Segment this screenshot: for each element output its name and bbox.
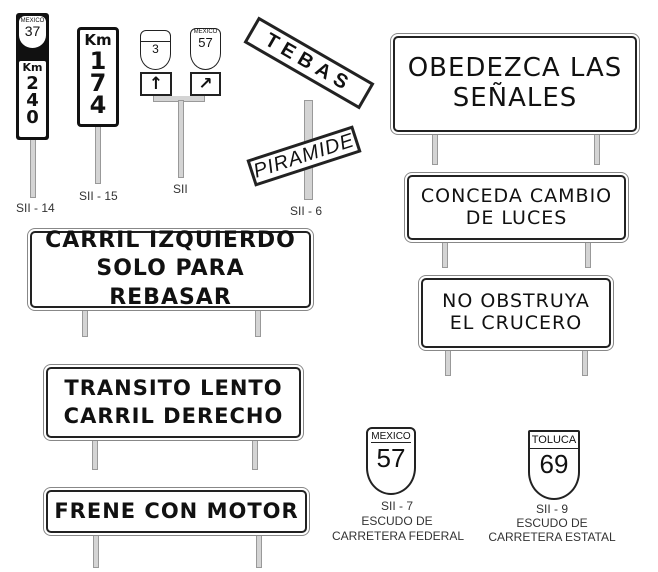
sign-line: NO OBSTRUYA — [442, 290, 590, 313]
street-sign-tebas: TEBAS — [243, 16, 375, 110]
shield-top: MEXICO — [193, 29, 218, 35]
sign-code: SII - 7 — [380, 499, 413, 513]
sign-line: CONCEDA CAMBIO — [420, 184, 613, 207]
shield-top: TOLUCA — [530, 432, 578, 449]
route-number: 37 — [24, 23, 41, 39]
sign-code: SII - 9 — [535, 502, 568, 516]
route-number: 57 — [198, 35, 213, 50]
sign-line: CARRIL DERECHO — [63, 403, 284, 428]
sign-line: FRENE CON MOTOR — [54, 499, 299, 524]
arrow-up-right-icon: ↗ — [190, 72, 221, 96]
sign-line: CARRIL IZQUIERDO — [45, 227, 296, 253]
km-digit: 1 — [89, 47, 107, 75]
sign-description: ESCUDO DE — [361, 514, 433, 528]
arrow-up-icon: ↑ — [140, 72, 172, 96]
km-digit: 2 — [26, 73, 39, 94]
km-digit: 4 — [26, 90, 39, 111]
km-digit: 0 — [26, 107, 39, 128]
sign-line: EL CRUCERO — [449, 312, 583, 334]
shield-top: MEXICO — [20, 18, 45, 24]
sign-line: SEÑALES — [452, 83, 578, 113]
sign-description: ESCUDO DE — [516, 516, 588, 530]
route-number: 57 — [376, 443, 406, 473]
sign-code: SII — [173, 182, 188, 196]
sign-line: OBEDEZCA LAS — [407, 53, 623, 84]
sign-code: SII - 14 — [16, 201, 55, 215]
sign-description: CARRETERA ESTATAL — [488, 530, 616, 544]
route-number: 69 — [539, 449, 569, 479]
sign-line: DE LUCES — [465, 206, 568, 229]
km-digit: 7 — [89, 69, 107, 97]
sign-description: CARRETERA FEDERAL — [332, 529, 465, 543]
km-digit: 4 — [89, 91, 107, 119]
sign-code: SII - 6 — [290, 204, 323, 218]
sign-line: SOLO PARA REBASAR — [96, 256, 245, 310]
shield-top: MEXICO — [371, 431, 411, 443]
km-label: Km — [84, 31, 112, 49]
sign-code: SII - 15 — [79, 189, 118, 203]
route-number: 3 — [152, 42, 159, 56]
sign-line: TRANSITO LENTO — [64, 376, 283, 401]
km-label: Km — [22, 61, 43, 74]
